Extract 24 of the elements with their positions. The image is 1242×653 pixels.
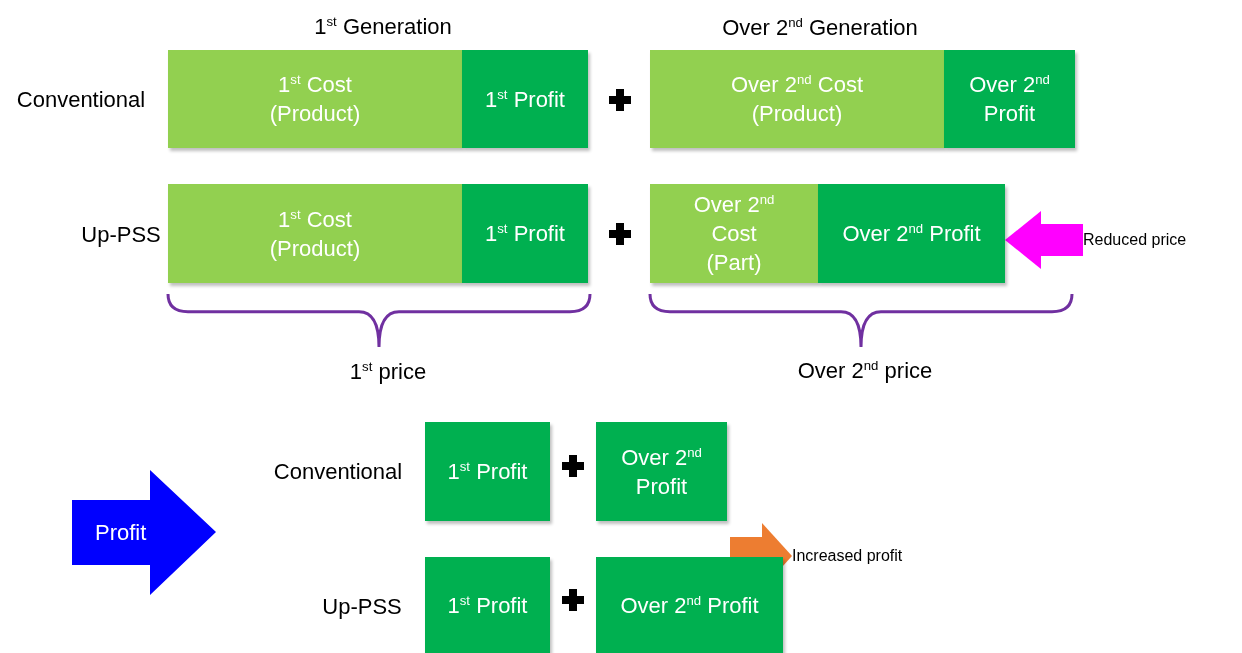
block-arrow: Profit <box>72 470 216 595</box>
profit-block: 1$^{st}$ Profit <box>425 422 550 521</box>
column-heading: Over 2$^{nd}$ Generation <box>722 15 918 41</box>
profit-block: Over 2$^{nd}$ Profit <box>944 50 1075 148</box>
row-label: Up-PSS <box>81 222 161 248</box>
profit-block: 1$^{st}$ Profit <box>425 557 550 653</box>
cost-block: Over 2$^{nd}$ Cost (Part) <box>650 184 818 283</box>
cost-block: 1$^{st}$ Cost (Product) <box>168 184 462 283</box>
annotation-text: Increased profit <box>792 538 972 574</box>
cost-block: 1$^{st}$ Cost (Product) <box>168 50 462 148</box>
cost-block: Over 2$^{nd}$ Cost (Product) <box>650 50 944 148</box>
bracket-label: 1$^{st}$ price <box>349 359 427 385</box>
row-label: Conventional <box>273 459 403 485</box>
row-label: Up-PSS <box>322 594 402 620</box>
profit-block: 1$^{st}$ Profit <box>462 184 588 283</box>
profit-block: Over 2$^{nd}$ Profit <box>596 557 783 653</box>
profit-block: 1$^{st}$ Profit <box>462 50 588 148</box>
annotation-text: Reduced price <box>1083 222 1233 258</box>
profit-block: Over 2$^{nd}$ Profit <box>596 422 727 521</box>
profit-block: Over 2$^{nd}$ Profit <box>818 184 1005 283</box>
bracket-label: Over 2$^{nd}$ price <box>797 358 933 384</box>
column-heading: 1$^{st}$ Generation <box>314 14 452 40</box>
row-label: Conventional <box>16 87 146 113</box>
block-arrow <box>1005 211 1083 269</box>
